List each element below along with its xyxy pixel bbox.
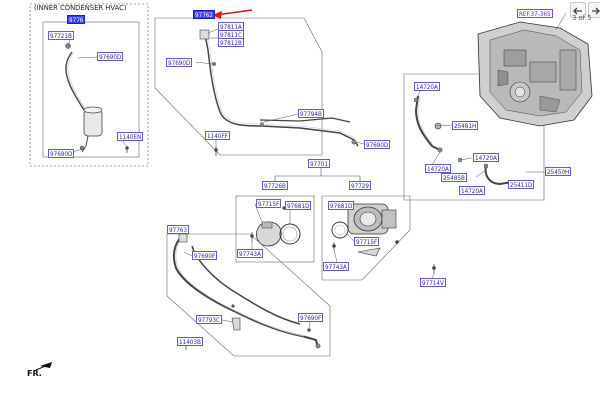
part-label[interactable]: 97743A (237, 249, 263, 258)
arrow-right-icon (592, 7, 600, 15)
front-direction-arrow (40, 362, 52, 368)
suction-hose (204, 34, 359, 147)
part-label[interactable]: 1140FF (205, 131, 230, 140)
part-label[interactable]: 97715F (256, 199, 282, 208)
part-label[interactable]: 97690D (97, 52, 124, 61)
part-label[interactable]: 25450H (545, 167, 572, 176)
part-label[interactable]: 97690D (364, 140, 391, 149)
part-label-selected[interactable]: 97762 (193, 10, 216, 19)
arrow-left-icon (573, 7, 582, 15)
part-label[interactable]: 97681D (285, 201, 312, 210)
callout-arrow (215, 9, 253, 16)
part-label[interactable]: 97690D (166, 58, 193, 67)
part-label[interactable]: 11403B (177, 337, 203, 346)
part-label[interactable]: 25481H (452, 121, 479, 130)
part-label[interactable]: 97729 (349, 181, 372, 190)
upper-group-box (154, 17, 323, 156)
lower-group-box (166, 233, 331, 357)
part-label[interactable]: 97715F (354, 237, 380, 246)
coolant-hose-b (484, 165, 513, 186)
part-label[interactable]: 97763 (167, 225, 190, 234)
discharge-hose (172, 237, 319, 349)
part-label[interactable]: 97701 (308, 159, 331, 168)
prev-page-button[interactable] (570, 2, 586, 18)
subgroup-box-right (321, 195, 411, 281)
part-label[interactable]: 97793C (196, 315, 222, 324)
part-label[interactable]: 1140EN (117, 132, 144, 141)
inset-pipe (65, 51, 97, 131)
subgroup-box-left (235, 195, 315, 263)
electric-compressor (347, 203, 397, 235)
part-label[interactable]: 25485B (441, 173, 467, 182)
part-label[interactable]: 97726B (262, 181, 288, 190)
motor-unit-illustration (477, 21, 593, 127)
inset-caption: (INNER CONDENSER HVAC) (34, 4, 127, 12)
part-label[interactable]: 97714V (420, 278, 446, 287)
part-label[interactable]: 14720A (459, 186, 485, 195)
coolant-hose-a (414, 95, 441, 151)
inset-group-box (42, 21, 140, 158)
part-label[interactable]: 97812B (218, 38, 244, 47)
part-label[interactable]: 97690F (298, 313, 324, 322)
part-label-inset-header[interactable]: 9776 (67, 15, 86, 24)
part-label[interactable]: 97794B (298, 109, 324, 118)
compressor-cover-part (256, 221, 301, 247)
part-label[interactable]: 14720A (414, 82, 440, 91)
orientation-label: FR. (27, 369, 42, 378)
part-label[interactable]: 14720A (473, 153, 499, 162)
inset-receiver-drier (83, 106, 103, 137)
reference-link[interactable]: REF.37-365 (517, 9, 553, 18)
next-page-button[interactable] (588, 2, 600, 18)
part-label[interactable]: 97721B (48, 31, 74, 40)
part-label[interactable]: 25411D (508, 180, 535, 189)
page-indicator: 3 of 5 (572, 14, 592, 22)
part-label[interactable]: 97743A (323, 262, 349, 271)
part-label[interactable]: 97690D (48, 149, 75, 158)
part-label[interactable]: 97681D (328, 201, 355, 210)
part-label[interactable]: 97690F (192, 251, 218, 260)
part-label[interactable]: 14720A (425, 164, 451, 173)
